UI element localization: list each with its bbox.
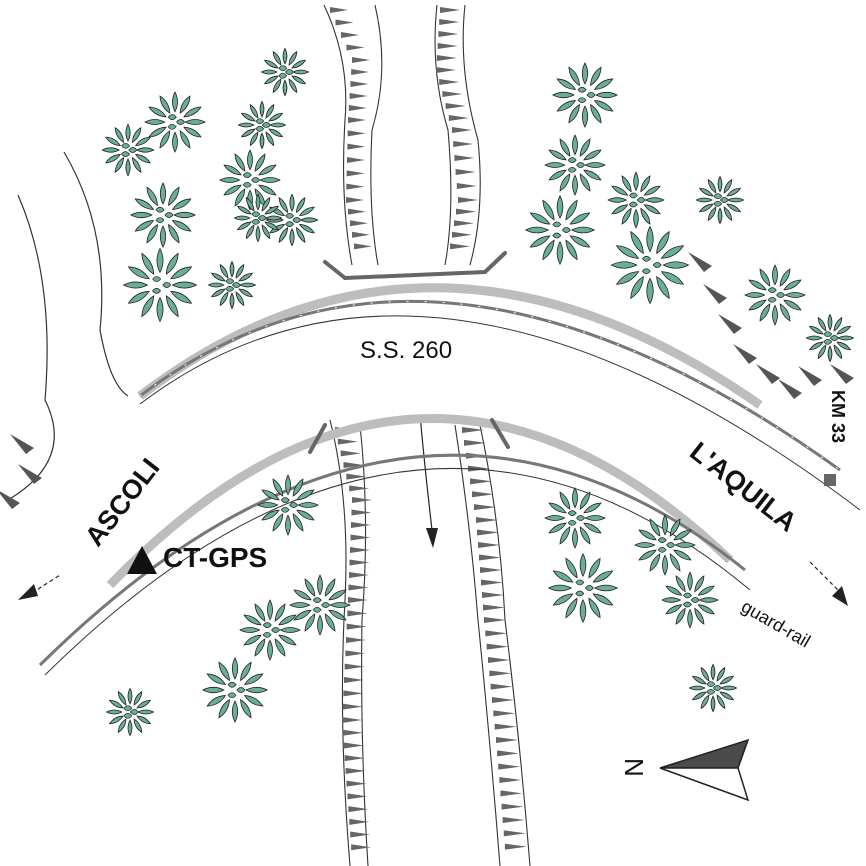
upper-embankment-left (330, 7, 372, 250)
direction-left-label: ASCOLI (79, 453, 165, 552)
tree-icon (552, 62, 618, 128)
tree-icon (634, 514, 696, 576)
tree-icon (661, 571, 719, 629)
side-road (7, 151, 129, 501)
tree-icon (105, 687, 155, 737)
lower-bridge-parapet (308, 418, 510, 454)
filled-triangle-icon (127, 546, 157, 574)
tree-icon (257, 474, 319, 536)
north-label: N (619, 758, 649, 777)
road-name-label: S.S. 260 (360, 337, 452, 364)
upper-bridge-parapet (323, 251, 507, 280)
tree-icon (101, 123, 155, 177)
trees (101, 47, 855, 737)
tree-icon (144, 91, 206, 153)
tree-icon (122, 247, 198, 323)
upper-channel (323, 4, 481, 266)
tree-icon (202, 657, 268, 723)
tree-icon (544, 134, 606, 196)
flow-arrow (419, 414, 438, 548)
station-label: CT-GPS (163, 542, 267, 573)
tree-icon (544, 487, 606, 549)
tree-icon (805, 313, 855, 363)
tree-icon (547, 552, 619, 624)
tree-icon (130, 182, 196, 248)
km-label: KM 33 (828, 390, 848, 443)
tree-icon (607, 171, 665, 229)
arrow-left (18, 574, 61, 600)
upper-embankment-right (436, 7, 478, 250)
tree-icon (237, 100, 287, 150)
tree-icon (260, 47, 310, 97)
road-upper-edge (137, 283, 861, 511)
tree-icon (524, 194, 596, 266)
km-post (824, 474, 836, 486)
lower-embankment-right (462, 427, 527, 850)
tree-icon (610, 225, 690, 305)
lower-channel (329, 419, 531, 866)
tree-icon (695, 175, 745, 225)
tree-icon (219, 149, 281, 211)
direction-right-label: L'AQUILA (684, 436, 802, 537)
tree-icon (289, 574, 351, 636)
tree-icon (233, 193, 283, 243)
tree-icon (239, 599, 301, 661)
guardrail-label: guard-rail (738, 596, 814, 651)
tree-icon (744, 264, 806, 326)
slope-marks (0, 252, 854, 509)
north-arrow-icon: N (619, 738, 750, 802)
arrow-right (809, 561, 848, 606)
tree-icon (688, 663, 738, 713)
lower-embankment-left (335, 427, 372, 851)
tree-icon (207, 260, 257, 310)
